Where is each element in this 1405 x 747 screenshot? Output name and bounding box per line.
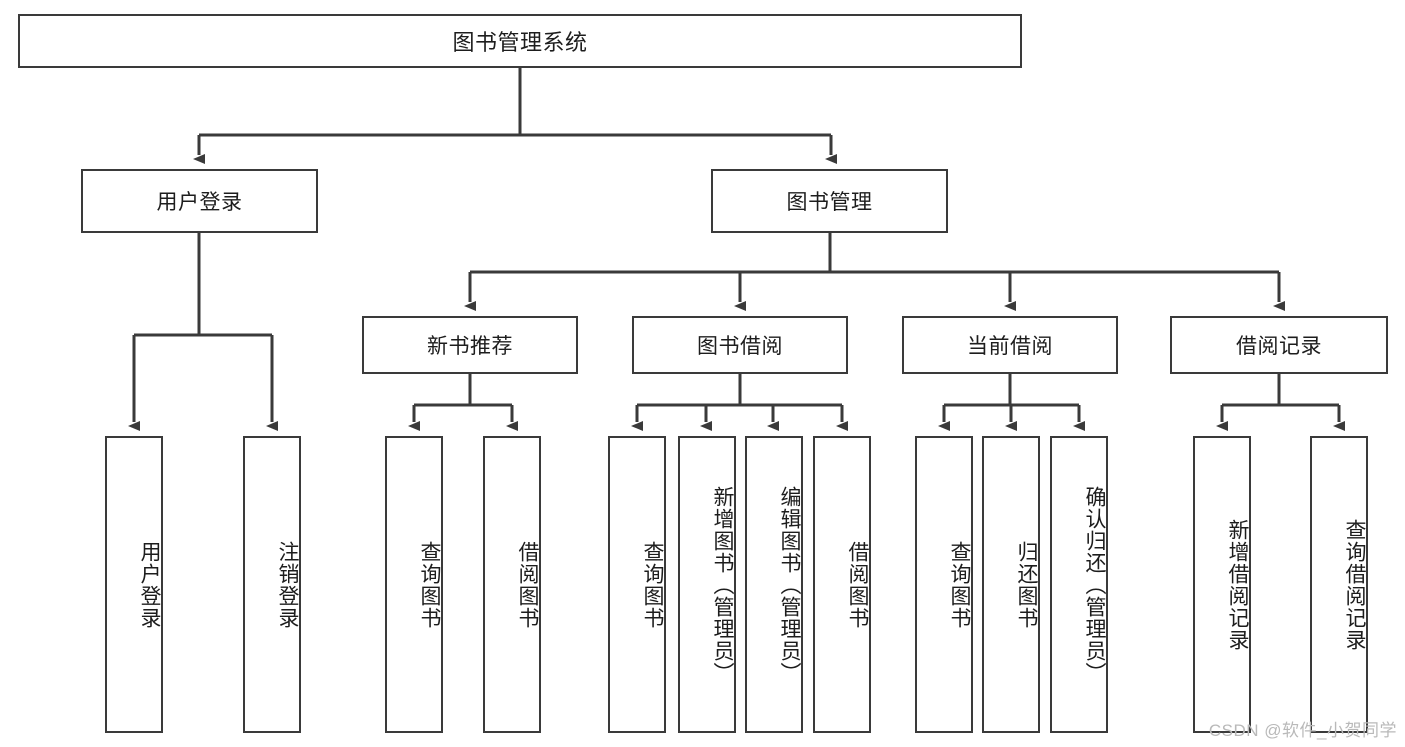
leaf-label: 查询图书 xyxy=(641,540,664,629)
leaf-current-borrow-confirm-return[interactable]: 确认归还（管理员） xyxy=(1050,436,1108,733)
leaf-label: 借阅图书 xyxy=(846,540,869,629)
node-root-label: 图书管理系统 xyxy=(452,30,588,55)
leaf-label: 查询借阅记录 xyxy=(1343,518,1366,651)
leaf-new-book-query-book[interactable]: 查询图书 xyxy=(385,436,443,733)
node-new-book-recommend-label: 新书推荐 xyxy=(427,335,513,358)
leaf-book-borrow-borrow-book[interactable]: 借阅图书 xyxy=(813,436,871,733)
leaf-user-login-logout[interactable]: 注销登录 xyxy=(243,436,301,733)
leaf-label: 注销登录 xyxy=(276,540,299,629)
leaf-borrow-record-query-record[interactable]: 查询借阅记录 xyxy=(1310,436,1368,733)
leaf-book-borrow-add-book[interactable]: 新增图书（管理员） xyxy=(678,436,736,733)
node-current-borrow-label: 当前借阅 xyxy=(967,335,1053,358)
leaf-borrow-record-add-record[interactable]: 新增借阅记录 xyxy=(1193,436,1251,733)
leaf-label: 新增借阅记录 xyxy=(1226,518,1249,651)
node-root-system[interactable]: 图书管理系统 xyxy=(18,14,1022,68)
node-user-login[interactable]: 用户登录 xyxy=(81,169,318,233)
node-new-book-recommend[interactable]: 新书推荐 xyxy=(362,316,578,374)
node-user-login-label: 用户登录 xyxy=(156,191,243,214)
leaf-label: 确认归还（管理员） xyxy=(1083,485,1106,684)
leaf-current-borrow-query-book[interactable]: 查询图书 xyxy=(915,436,973,733)
leaf-label: 新增图书（管理员） xyxy=(711,485,734,684)
node-book-borrow[interactable]: 图书借阅 xyxy=(632,316,848,374)
node-current-borrow[interactable]: 当前借阅 xyxy=(902,316,1118,374)
leaf-user-login-login[interactable]: 用户登录 xyxy=(105,436,163,733)
node-book-management-label: 图书管理 xyxy=(786,191,873,214)
leaf-label: 编辑图书（管理员） xyxy=(778,485,801,684)
watermark: CSDN @软件_小贺同学 xyxy=(1208,721,1397,740)
leaf-label: 查询图书 xyxy=(418,540,441,629)
leaf-label: 查询图书 xyxy=(948,540,971,629)
leaf-current-borrow-return-book[interactable]: 归还图书 xyxy=(982,436,1040,733)
leaf-book-borrow-edit-book[interactable]: 编辑图书（管理员） xyxy=(745,436,803,733)
leaf-label: 借阅图书 xyxy=(516,540,539,629)
leaf-book-borrow-query-book[interactable]: 查询图书 xyxy=(608,436,666,733)
leaf-new-book-borrow-book[interactable]: 借阅图书 xyxy=(483,436,541,733)
node-borrow-record[interactable]: 借阅记录 xyxy=(1170,316,1388,374)
leaf-label: 归还图书 xyxy=(1015,540,1038,629)
node-book-management[interactable]: 图书管理 xyxy=(711,169,948,233)
leaf-label: 用户登录 xyxy=(138,540,161,629)
node-book-borrow-label: 图书借阅 xyxy=(697,335,783,358)
node-borrow-record-label: 借阅记录 xyxy=(1236,335,1322,358)
